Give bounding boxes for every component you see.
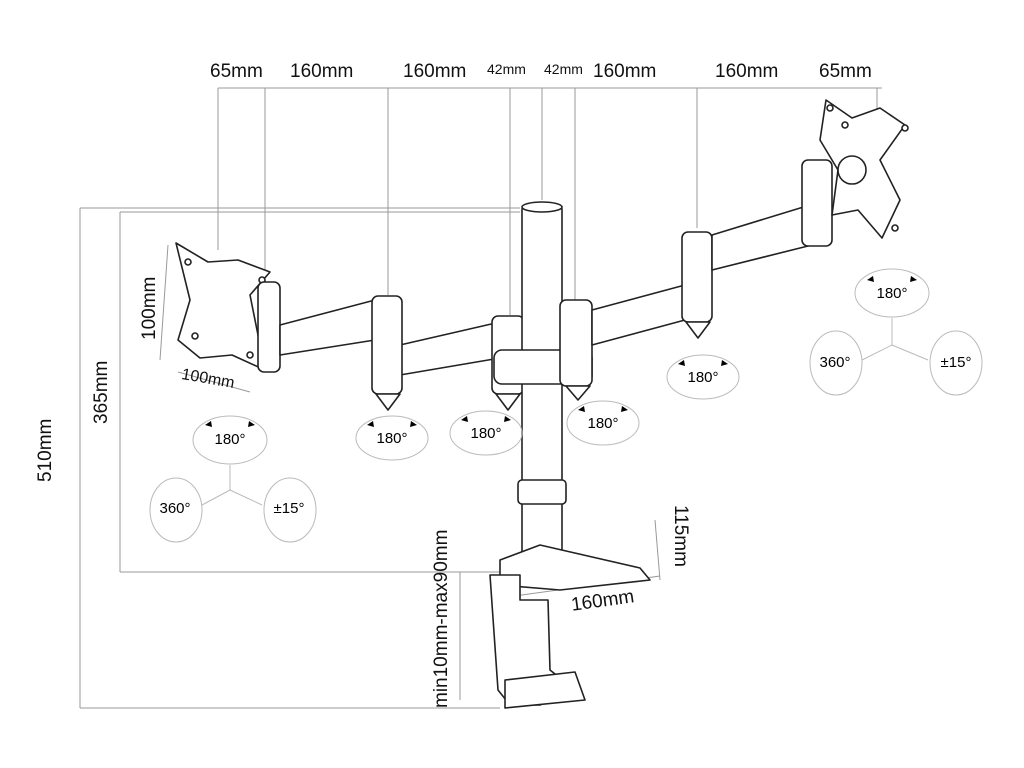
joint-3-oval bbox=[566, 400, 640, 446]
pole-collar bbox=[517, 479, 567, 505]
dim-top-7: 160mm bbox=[715, 61, 779, 82]
dim-vesa-vertical: 100mm bbox=[139, 276, 160, 340]
left-tilt-label: 180° bbox=[214, 431, 246, 448]
right-rotate-label: ±15° bbox=[940, 354, 972, 371]
center-pole bbox=[521, 204, 563, 566]
dim-top-2: 160mm bbox=[290, 61, 354, 82]
dim-top-6: 160mm bbox=[593, 61, 657, 82]
joint-1-label: 180° bbox=[376, 430, 408, 447]
left-rotate-oval bbox=[263, 477, 317, 543]
joint-1-oval bbox=[355, 415, 429, 461]
left-swivel-label: 360° bbox=[159, 500, 191, 517]
right-rotate-oval bbox=[929, 330, 983, 396]
dim-top-1: 65mm bbox=[210, 61, 263, 82]
dim-base-depth: 115mm bbox=[670, 505, 691, 567]
left-head-joint bbox=[257, 281, 281, 373]
dim-top-4: 42mm bbox=[487, 61, 526, 77]
dim-top-8: 65mm bbox=[819, 61, 872, 82]
dim-top-5: 42mm bbox=[544, 61, 583, 77]
right-outer-arm bbox=[711, 204, 813, 271]
joint-4-label: 180° bbox=[687, 369, 719, 386]
right-tilt-label: 180° bbox=[876, 285, 908, 302]
joint-3-label: 180° bbox=[587, 415, 619, 432]
left-inner-arm bbox=[399, 321, 501, 376]
dim-height-total: 510mm bbox=[35, 418, 56, 482]
dim-height-arm: 365mm bbox=[91, 360, 112, 424]
left-outer-arm bbox=[279, 299, 376, 356]
right-swivel-label: 360° bbox=[819, 354, 851, 371]
left-rotate-label: ±15° bbox=[273, 500, 305, 517]
right-swivel-oval bbox=[809, 330, 863, 396]
right-tilt-oval bbox=[854, 268, 930, 318]
desk-base bbox=[499, 544, 651, 591]
left-tilt-oval bbox=[192, 415, 268, 465]
left-elbow-joint bbox=[371, 295, 403, 395]
left-swivel-oval bbox=[149, 477, 203, 543]
dim-top-3: 160mm bbox=[403, 61, 467, 82]
right-elbow-joint bbox=[681, 231, 713, 323]
joint-2-label: 180° bbox=[470, 425, 502, 442]
dim-clamp-range: min10mm-max90mm bbox=[431, 529, 452, 708]
joint-4-oval bbox=[666, 354, 740, 400]
right-head-joint bbox=[801, 159, 833, 247]
right-inner-arm bbox=[591, 284, 686, 346]
joint-2-oval bbox=[449, 410, 523, 456]
right-hub-joint bbox=[559, 299, 593, 387]
